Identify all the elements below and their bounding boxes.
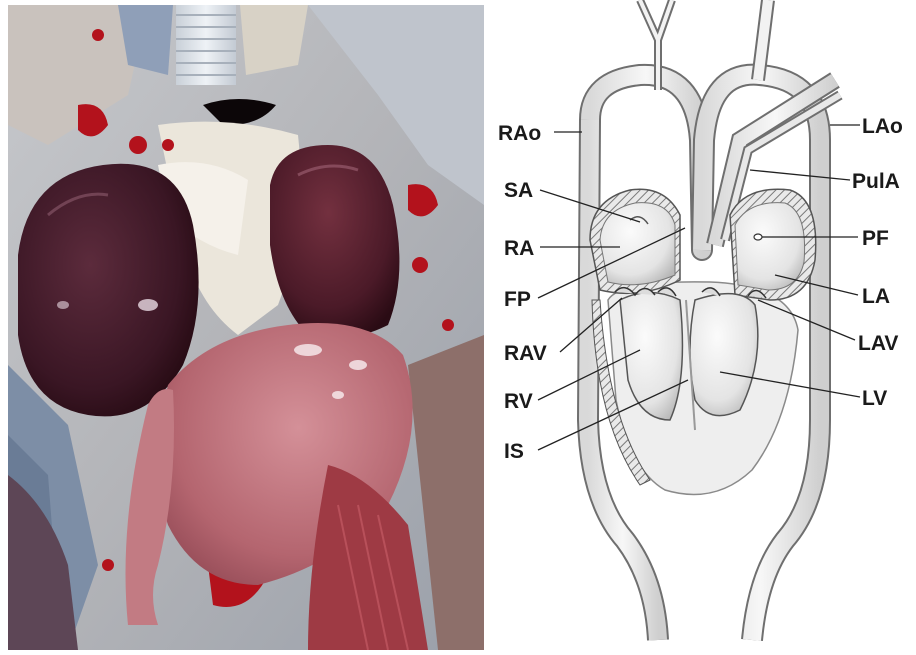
label-rao: RAo: [498, 122, 541, 145]
label-la: LA: [862, 285, 890, 308]
label-lav: LAV: [858, 332, 898, 355]
label-lao: LAo: [862, 115, 903, 138]
label-pf: PF: [862, 227, 889, 250]
heart-diagram: RAo LAo SA PulA RA PF FP LA RAV LAV RV L…: [490, 0, 916, 655]
right-atrium: [590, 189, 680, 293]
label-pula: PulA: [852, 170, 900, 193]
heart-diagram-svg: RAo LAo SA PulA RA PF FP LA RAV LAV RV L…: [490, 0, 916, 655]
dissection-photo-illustration: [8, 5, 484, 650]
dissection-photo: [8, 5, 484, 650]
label-is: IS: [504, 440, 524, 463]
label-sa: SA: [504, 179, 533, 202]
label-ra: RA: [504, 237, 534, 260]
label-lv: LV: [862, 387, 887, 410]
label-rav: RAV: [504, 342, 547, 365]
leader-pula: [750, 170, 850, 180]
label-rv: RV: [504, 390, 533, 413]
label-fp: FP: [504, 288, 531, 311]
left-atrium: [730, 189, 816, 300]
